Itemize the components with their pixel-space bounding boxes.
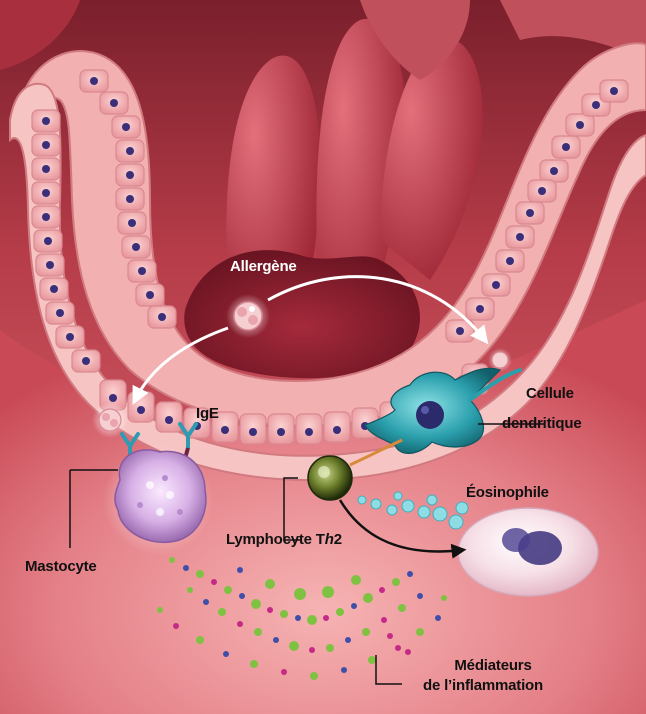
label-dendritique: dendritique — [502, 415, 581, 433]
label-mediateurs: Médiateurs — [418, 657, 568, 675]
lymphocyte-cell — [308, 456, 352, 500]
label-eosinophile: Éosinophile — [466, 484, 549, 502]
label-allergene: Allergène — [230, 258, 297, 276]
label-cellule: Cellule — [526, 385, 574, 403]
label-lymphocyte: Lymphocyte Th2 — [226, 531, 342, 549]
allergen-particle — [226, 294, 270, 338]
lumen — [184, 250, 420, 378]
mastocyte-cell — [103, 445, 213, 555]
label-mastocyte: Mastocyte — [25, 558, 97, 576]
label-lymphocyte-suffix: 2 — [334, 531, 342, 548]
eosinophil-cell — [458, 508, 598, 596]
label-lymphocyte-prefix: Lymphocyte T — [226, 531, 325, 548]
label-inflammation: de l’inflammation — [394, 677, 572, 695]
label-ige: IgE — [196, 405, 219, 423]
label-lymphocyte-sub: h — [325, 531, 334, 548]
